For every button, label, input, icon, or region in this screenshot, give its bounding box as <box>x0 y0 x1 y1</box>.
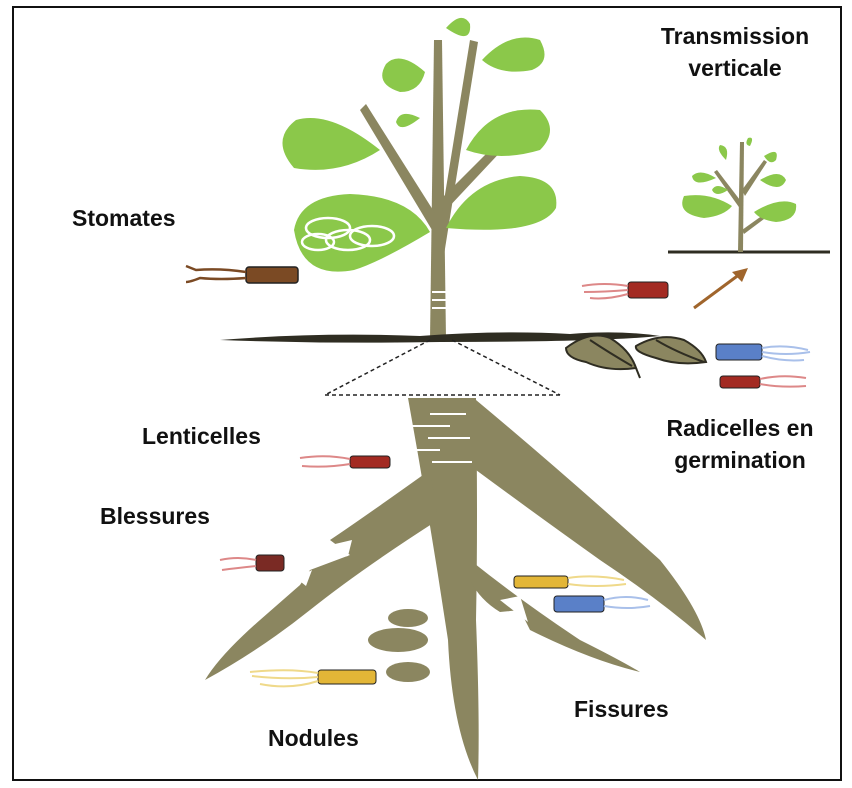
leaf <box>446 18 470 36</box>
leaf <box>282 118 380 170</box>
zoom-indicator <box>325 340 560 395</box>
label-radicelles-en-germination: Radicelles en germination <box>652 412 828 476</box>
bacterium-radicelles-red <box>720 376 806 388</box>
label-transmission-verticale: Transmission verticale <box>640 20 830 84</box>
label-blessures: Blessures <box>100 500 210 532</box>
bacterium-lenticelles <box>300 456 390 468</box>
main-root <box>408 398 479 780</box>
bacterium-stomates <box>186 266 298 283</box>
label-radicelles-line2: germination <box>652 444 828 476</box>
main-plant-leaves <box>282 18 556 272</box>
seedling-stem <box>738 142 744 252</box>
leaf <box>396 114 420 127</box>
main-stem <box>430 40 446 340</box>
label-transmission-line2: verticale <box>640 52 830 84</box>
label-nodules: Nodules <box>268 722 359 754</box>
bacterium-fissures-yellow <box>514 576 626 588</box>
label-lenticelles: Lenticelles <box>142 420 261 452</box>
bacterium-radicelles-blue <box>716 344 810 361</box>
leaf <box>382 59 425 92</box>
seedling <box>668 138 830 252</box>
bacterium-blessures <box>220 555 284 571</box>
label-stomates: Stomates <box>72 202 176 234</box>
label-transmission-line1: Transmission <box>640 20 830 52</box>
leaf <box>482 38 545 72</box>
nodule <box>368 628 428 652</box>
transmission-arrow <box>694 268 748 308</box>
bacterium-fissures-blue <box>554 596 650 612</box>
nodule <box>388 609 428 627</box>
nodule <box>386 662 430 682</box>
label-radicelles-line1: Radicelles en <box>652 412 828 444</box>
bacterium-transmission <box>582 282 668 299</box>
leaf <box>466 110 550 157</box>
germinating-seeds <box>566 336 706 378</box>
bacterium-nodules <box>250 670 376 686</box>
label-fissures: Fissures <box>574 693 669 725</box>
nodules <box>368 609 430 682</box>
